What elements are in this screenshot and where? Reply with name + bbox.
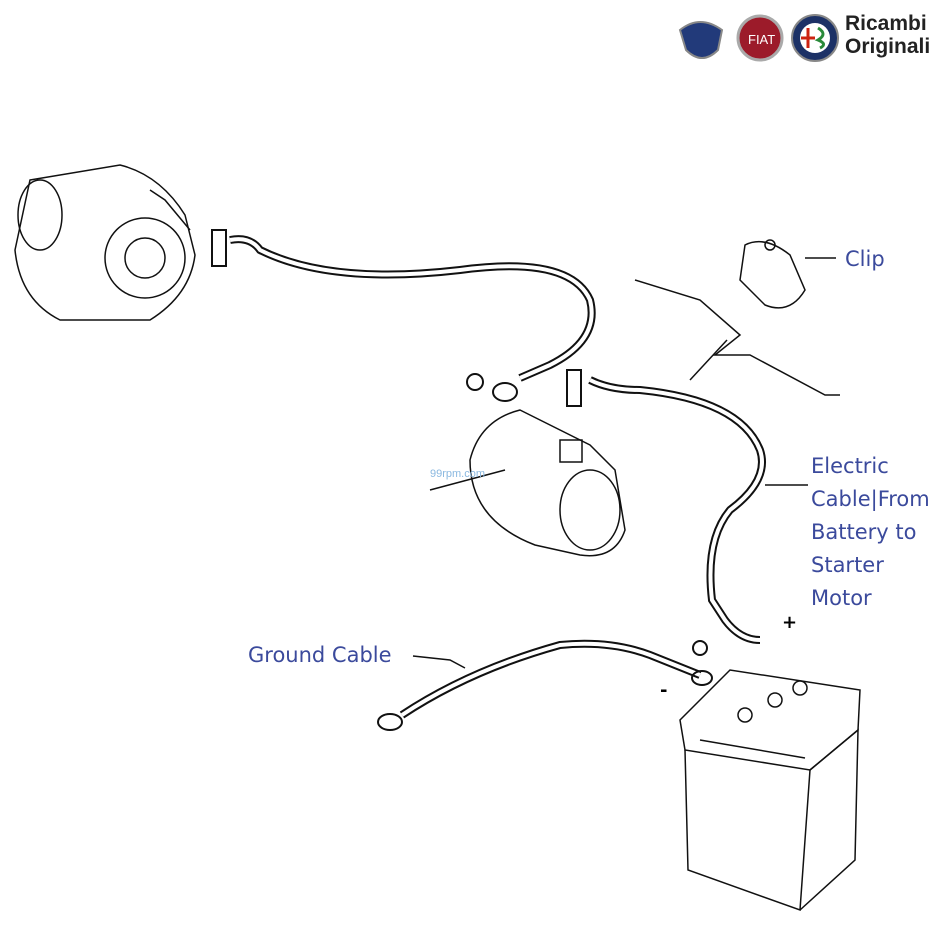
label-line: Cable|From [811, 487, 930, 511]
ground-cable [377, 639, 713, 731]
negative-terminal-mark: - [660, 680, 668, 701]
brand-line-1: Ricambi [845, 12, 927, 35]
lancia-logo [678, 21, 724, 59]
alfa-romeo-logo [791, 14, 839, 62]
starter-motor [429, 409, 626, 557]
svg-text:FIAT: FIAT [748, 32, 775, 47]
electric-cable-label: Electric Cable|From Battery to Starter M… [811, 450, 930, 615]
alternator [14, 164, 196, 321]
clip [739, 239, 836, 309]
label-line: Starter [811, 553, 884, 577]
fiat-logo: FIAT [736, 14, 784, 62]
label-line: Battery to [811, 520, 917, 544]
brand-text: Ricambi Originali [845, 12, 930, 58]
alternator-cable [211, 229, 596, 402]
clip-label: Clip [845, 247, 885, 271]
positive-terminal-mark: + [782, 612, 798, 633]
bracket-line [634, 279, 840, 396]
label-line: Electric [811, 454, 889, 478]
ground-cable-label: Ground Cable [248, 643, 392, 667]
watermark: 99rpm.com [430, 468, 486, 480]
label-line: Motor [811, 586, 872, 610]
battery-starter-cable [566, 369, 808, 644]
brand-line-2: Originali [845, 35, 931, 58]
battery [679, 669, 861, 912]
